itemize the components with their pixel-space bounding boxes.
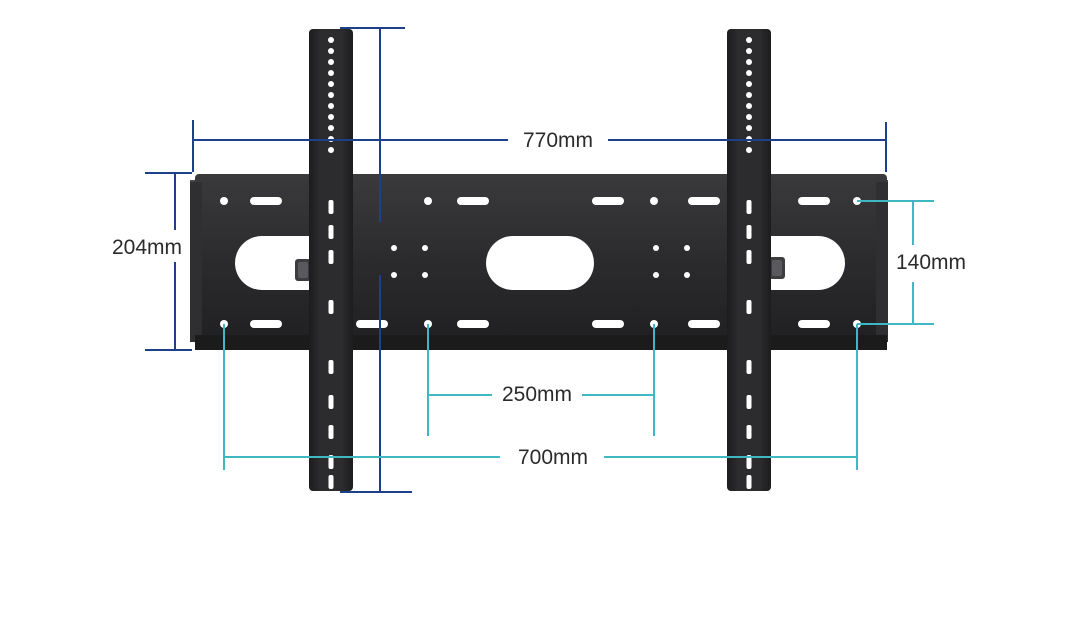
tension-knob-right [769, 257, 785, 279]
label-vesa-inner: 250mm [502, 383, 572, 406]
left-arm-slot [328, 475, 334, 489]
left-arm-hole [328, 103, 334, 109]
cyan-dimension-lines [223, 200, 934, 470]
right-arm-hole [746, 103, 752, 109]
right-arm-slot [746, 425, 752, 439]
left-arm-slot [328, 300, 334, 314]
vertical-arm-right [727, 29, 771, 491]
left-arm-slot [328, 395, 334, 409]
left-arm-hole [328, 70, 334, 76]
right-arm-hole [746, 147, 752, 153]
right-arm-slot [746, 200, 752, 214]
vertical-arm-left [309, 29, 353, 491]
top-slot-row [220, 197, 861, 205]
right-arm-slot [746, 250, 752, 264]
right-arm-slot [746, 360, 752, 374]
left-arm-slot [328, 455, 334, 469]
tension-knob-left [295, 259, 311, 281]
left-arm-slot [328, 200, 334, 214]
left-arm-slot [328, 425, 334, 439]
left-arm-slot [328, 250, 334, 264]
right-arm-hole [746, 37, 752, 43]
right-arm-hole [746, 92, 752, 98]
label-vesa-outer: 700mm [518, 446, 588, 469]
label-vesa-vertical: 140mm [896, 251, 966, 274]
left-arm-hole [328, 59, 334, 65]
right-arm-hole [746, 48, 752, 54]
center-cutout [486, 236, 594, 290]
left-arm-slot [328, 360, 334, 374]
left-arm-hole [328, 114, 334, 120]
left-arm-hole [328, 37, 334, 43]
right-arm-slot [746, 395, 752, 409]
vesa-small-holes-right [653, 245, 690, 278]
right-arm-hole [746, 114, 752, 120]
right-arm-hole [746, 125, 752, 131]
right-arm-hole [746, 59, 752, 65]
label-arm-height: 530mm [371, 250, 441, 273]
right-arm-slot [746, 475, 752, 489]
left-arm-hole [328, 147, 334, 153]
vesa-small-holes-left [391, 245, 428, 278]
left-arm-hole [328, 48, 334, 54]
right-arm-hole [746, 70, 752, 76]
left-arm-hole [328, 81, 334, 87]
right-arm-slot [746, 300, 752, 314]
mounting-plate [190, 174, 888, 350]
right-arm-hole [746, 81, 752, 87]
right-arm-slot [746, 225, 752, 239]
left-arm-hole [328, 125, 334, 131]
label-overall-width: 770mm [523, 129, 593, 152]
label-plate-height: 204mm [112, 236, 182, 259]
navy-dimension-lines [145, 27, 887, 493]
left-arm-hole [328, 92, 334, 98]
right-arm-slot [746, 455, 752, 469]
left-arm-slot [328, 225, 334, 239]
